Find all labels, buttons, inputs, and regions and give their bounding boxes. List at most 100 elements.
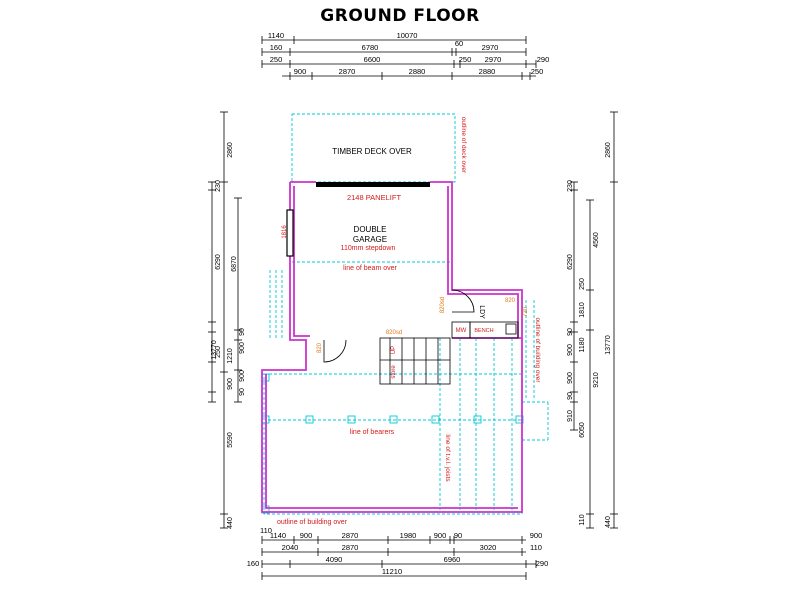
bottom-dim-110b: 110	[530, 543, 542, 552]
page-title: GROUND FLOOR	[320, 6, 480, 26]
left-dim-1210: 1210	[227, 348, 234, 364]
left-dim-900c: 900	[227, 378, 234, 390]
up-label: UP	[391, 346, 397, 354]
top-dim-250a: 250	[270, 55, 283, 64]
garage-label-1: DOUBLE	[354, 225, 387, 234]
door-820sd-side-label: 820sd	[440, 297, 446, 313]
right-dim-4560: 4560	[593, 232, 600, 248]
top-dim-1140: 1140	[268, 31, 284, 40]
right-dim-910: 910	[567, 410, 574, 422]
bottom-dim-2870a: 2870	[342, 531, 359, 540]
top-dim-2880b: 2880	[479, 67, 496, 76]
top-dim-250c: 250	[531, 67, 544, 76]
garage-label-2: GARAGE	[353, 235, 387, 244]
right-dim-110: 110	[579, 514, 586, 525]
top-dim-160: 160	[270, 43, 283, 52]
bottom-dim-2870b: 2870	[342, 543, 359, 552]
right-dimension-text: 2860 13770 440 230 6290 250 1810 90 900 …	[567, 142, 612, 528]
right-dim-900b: 900	[567, 372, 574, 384]
bearer-posts	[261, 373, 524, 514]
right-dimensions	[570, 111, 618, 529]
top-dim-290: 290	[537, 55, 550, 64]
right-dim-1180: 1180	[579, 337, 586, 352]
window-1816-label: 1816	[282, 225, 288, 239]
laundry-fittings	[451, 321, 519, 339]
bench-label: BENCH	[474, 328, 493, 334]
left-dim-230: 230	[215, 180, 222, 192]
right-dim-250: 250	[579, 278, 586, 290]
mw-label: MW	[456, 328, 467, 334]
right-dim-900a: 900	[567, 344, 574, 356]
store-label: store	[391, 365, 397, 379]
right-dim-230: 230	[567, 180, 574, 192]
left-dim-13770: 13770	[211, 340, 218, 360]
left-dimension-text: 2860 13770 5590 440 230 6290 250 1210 90…	[211, 142, 246, 529]
top-dim-2880a: 2880	[409, 67, 426, 76]
bottom-dim-1980: 1980	[400, 531, 417, 540]
right-dim-6050: 6050	[579, 422, 586, 438]
door-820-lower-label: 820	[317, 342, 323, 353]
bottom-dim-900b: 900	[434, 531, 447, 540]
left-dim-6870: 6870	[231, 256, 238, 272]
right-dim-2860: 2860	[605, 142, 612, 158]
left-dim-2860: 2860	[227, 142, 234, 158]
top-dimension-text: 1140 10070 160 6780 60 2970 250 6600 250…	[268, 31, 549, 76]
outline-building-right-label: outline of building over	[534, 317, 541, 383]
ldy-label: LDY	[478, 305, 485, 319]
left-dim-440: 440	[227, 517, 234, 529]
left-dim-5590: 5590	[227, 432, 234, 448]
top-dim-2870: 2870	[339, 67, 356, 76]
bottom-dim-2040: 2040	[282, 543, 299, 552]
outline-deck-label: outline of deck over	[460, 117, 467, 174]
top-dim-60: 60	[455, 39, 463, 48]
bottom-dim-900a: 900	[300, 531, 313, 540]
left-dim-900a: 900	[239, 370, 246, 382]
bottom-dimensions	[261, 536, 537, 580]
top-dim-900: 900	[294, 67, 307, 76]
bottom-dim-160: 160	[247, 559, 260, 568]
bottom-dim-290: 290	[536, 559, 549, 568]
garage-side-window	[286, 209, 294, 257]
left-dim-90b: 90	[239, 328, 246, 336]
stair	[379, 337, 451, 385]
bottom-dim-6960: 6960	[444, 555, 461, 564]
bottom-dim-4090: 4090	[326, 555, 343, 564]
bearers-label: line of bearers	[350, 429, 395, 436]
top-dimensions	[261, 36, 537, 80]
left-dim-6290: 6290	[215, 254, 222, 270]
panelift-label: 2148 PANELIFT	[347, 193, 401, 202]
bottom-dim-3020: 3020	[480, 543, 497, 552]
building-outline-over	[263, 113, 549, 515]
right-dim-1810: 1810	[579, 302, 586, 318]
right-dim-9210: 9210	[593, 372, 600, 388]
bottom-dim-90: 90	[454, 531, 462, 540]
stepdown-label: 110mm stepdown	[341, 245, 396, 252]
bottom-dim-900c: 900	[530, 531, 543, 540]
door-swings	[323, 289, 475, 363]
top-dim-10070: 10070	[397, 31, 418, 40]
top-dim-2970b: 2970	[485, 55, 502, 64]
left-dim-900b: 900	[239, 342, 246, 354]
right-dim-6290: 6290	[567, 254, 574, 270]
door-720-label: 720	[523, 306, 529, 317]
bottom-dim-110: 110	[260, 526, 272, 535]
top-dim-2970a: 2970	[482, 43, 499, 52]
bottom-dim-1140: 1140	[270, 531, 286, 540]
left-dim-250: 250	[215, 346, 222, 358]
timber-deck-label: TIMBER DECK OVER	[332, 147, 412, 156]
joists-label: line of t.v.l. joists	[444, 434, 451, 482]
panelift-door	[316, 182, 430, 187]
top-dim-6780: 6780	[362, 43, 379, 52]
door-820sd-garage-label: 820sd	[386, 330, 402, 336]
top-dim-6600: 6600	[364, 55, 381, 64]
outline-building-left-label: outline of building over	[277, 519, 348, 526]
top-dim-250b: 250	[459, 55, 472, 64]
beam-label: line of beam over	[343, 265, 397, 272]
right-dim-90b: 90	[567, 392, 574, 400]
right-dim-440: 440	[605, 516, 612, 528]
bottom-dim-11210: 11210	[382, 567, 402, 576]
right-dim-90a: 90	[567, 328, 574, 336]
left-dimensions	[208, 111, 242, 529]
left-dim-90a: 90	[239, 388, 246, 396]
